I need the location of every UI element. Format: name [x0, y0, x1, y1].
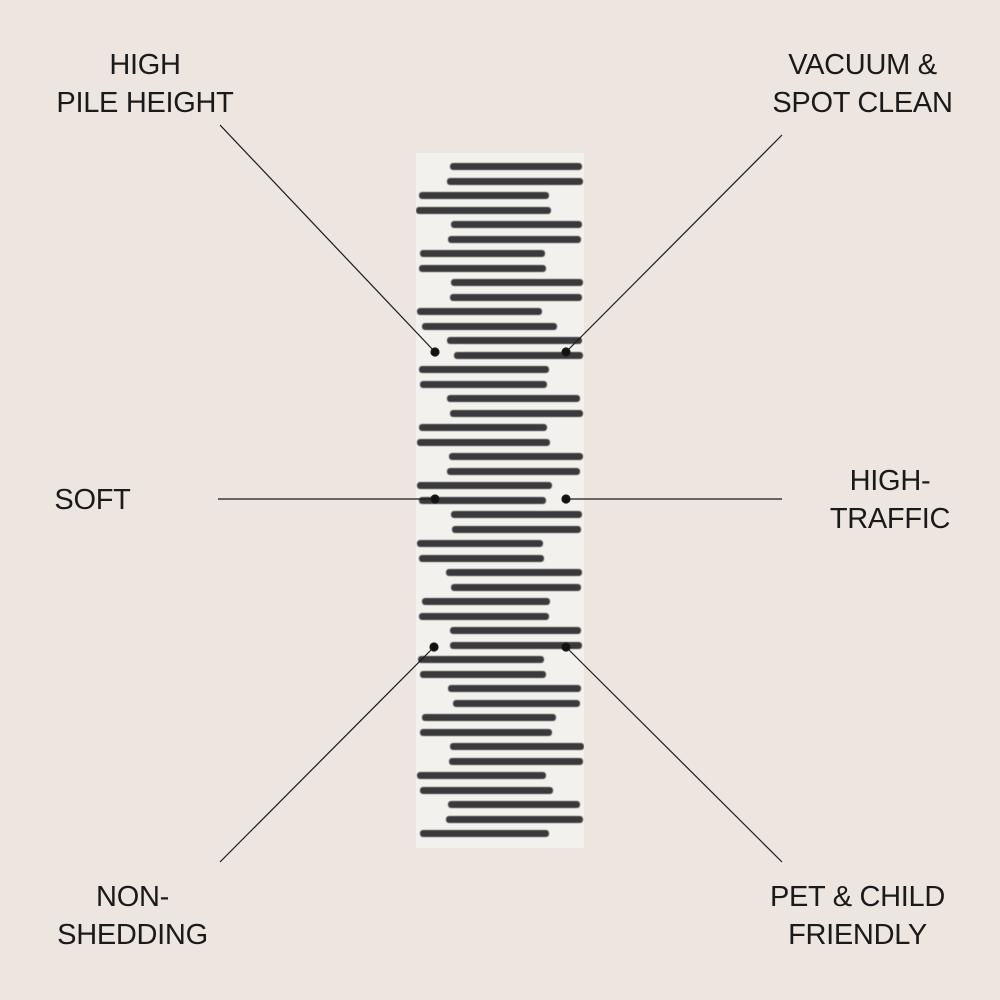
feature-line: HIGH: [109, 49, 181, 81]
rug-stripe: [450, 743, 584, 750]
feature-line: PET & CHILD: [769, 881, 946, 913]
rug-stripe: [420, 786, 553, 794]
rug-stripe: [416, 540, 544, 547]
feature-line: HIGH-: [849, 465, 931, 497]
rug-stripe: [452, 699, 581, 707]
rug-stripe: [449, 627, 581, 634]
feature-high-pile-height: HIGH PILE HEIGHT: [40, 46, 250, 122]
rug-stripe: [416, 438, 551, 446]
feature-non-shedding: NON- SHEDDING: [40, 878, 225, 954]
rug-stripe: [420, 670, 547, 678]
rug-stripe: [449, 641, 583, 649]
feature-line: TRAFFIC: [829, 503, 951, 535]
rug-stripe: [419, 250, 545, 257]
callout-dot: [429, 642, 439, 652]
rug-stripe: [448, 801, 581, 808]
rug-stripe: [446, 815, 583, 823]
callout-line-non-shedding: [219, 646, 435, 863]
rug-stripe: [447, 395, 581, 402]
rug-stripe: [420, 380, 548, 388]
feature-line: VACUUM &: [788, 49, 937, 81]
rug-stripe: [453, 351, 584, 359]
rug-stripe: [417, 772, 546, 779]
callout-line-high-pile: [219, 124, 436, 353]
rug-stripe: [452, 525, 582, 533]
callout-dot: [430, 347, 440, 357]
rug-stripe: [450, 293, 583, 301]
rug-stripe: [416, 206, 551, 214]
feature-pet-child-friendly: PET & CHILD FRIENDLY: [755, 878, 960, 954]
rug-stripe: [449, 163, 582, 170]
callout-line-vacuum: [565, 134, 783, 353]
rug-stripe: [421, 714, 556, 721]
rug-stripe: [419, 830, 549, 837]
rug-stripe: [451, 583, 582, 591]
feature-high-traffic: HIGH- TRAFFIC: [815, 462, 965, 538]
rug-stripe: [448, 685, 581, 692]
callout-dot: [561, 347, 571, 357]
rug-stripe: [417, 482, 553, 489]
callout-dot: [561, 494, 571, 504]
rug-stripe: [418, 554, 544, 562]
callout-line-pet-child: [565, 646, 783, 863]
rug-stripe: [446, 177, 584, 185]
rug-stripe: [418, 612, 549, 620]
rug-stripe: [446, 337, 583, 344]
rug-stripe: [418, 264, 546, 272]
callout-dot: [561, 642, 571, 652]
feature-soft: SOFT: [40, 481, 145, 519]
rug-stripe: [418, 366, 550, 373]
feature-line: FRIENDLY: [788, 919, 927, 951]
rug-stripe: [450, 511, 583, 518]
feature-line: SHEDDING: [57, 919, 208, 951]
rug-image: [416, 153, 584, 848]
feature-line: SOFT: [54, 484, 131, 516]
rug-stripe: [417, 656, 545, 663]
rug-stripe: [417, 308, 542, 315]
rug-stripe: [418, 496, 546, 504]
rug-stripe: [421, 322, 558, 330]
rug-stripe: [419, 424, 548, 431]
rug-stripe: [448, 235, 581, 243]
feature-line: PILE HEIGHT: [56, 87, 234, 119]
rug-stripe: [418, 192, 549, 199]
callout-dot: [430, 494, 440, 504]
rug-stripe: [421, 598, 550, 605]
rug-stripe: [450, 221, 583, 228]
rug-stripe: [448, 757, 583, 765]
rug-stripe: [420, 728, 553, 736]
rug-stripe: [446, 467, 581, 475]
rug-stripe: [448, 453, 583, 460]
feature-line: NON-: [96, 881, 169, 913]
rug-stripe: [446, 569, 583, 576]
feature-line: SPOT CLEAN: [772, 87, 953, 119]
feature-vacuum-spot-clean: VACUUM & SPOT CLEAN: [760, 46, 965, 122]
rug-stripe: [449, 409, 584, 417]
rug-stripe: [451, 279, 584, 286]
